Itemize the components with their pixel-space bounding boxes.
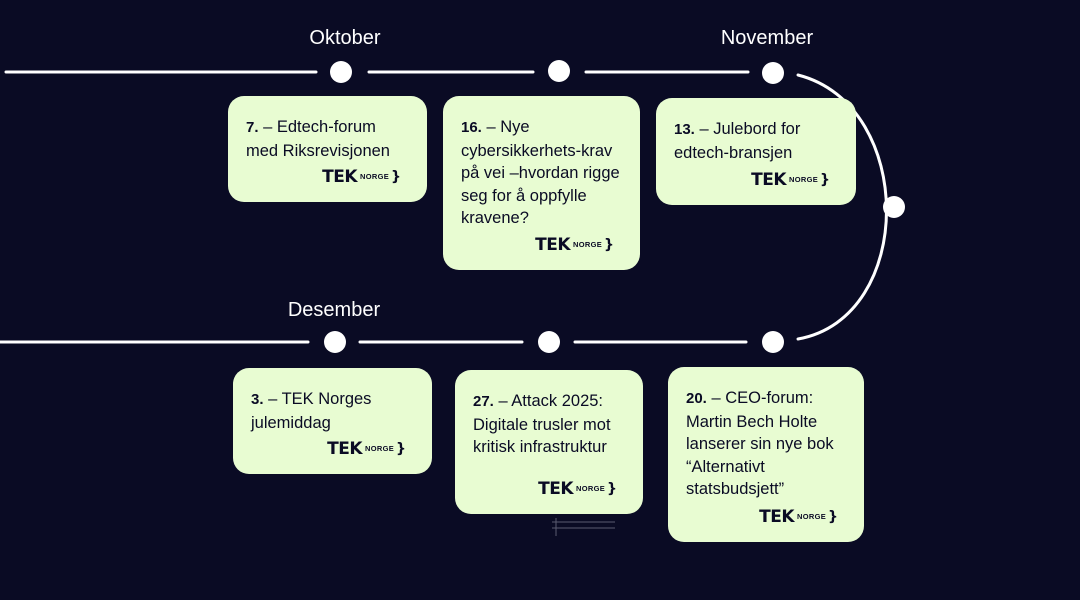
event-date: 7. [246, 119, 259, 136]
timeline-dot [762, 62, 784, 84]
event-text: 3. – TEK Norges julemiddag [251, 390, 372, 432]
timeline-dot [330, 61, 352, 83]
timeline-dot [538, 331, 560, 353]
event-card[interactable]: 20. – CEO-forum: Martin Bech Holte lanse… [668, 367, 864, 542]
event-text: 7. – Edtech-forum med Riksrevisjonen [246, 118, 390, 160]
event-text: 20. – CEO-forum: Martin Bech Holte lanse… [686, 389, 834, 498]
timeline-dot [548, 60, 570, 82]
faint-mark-icon [552, 518, 615, 536]
timeline-dot [883, 196, 905, 218]
month-label-oktober: Oktober [309, 27, 381, 49]
event-text: 16. – Nye cybersikkerhets-krav på vei –h… [461, 118, 620, 227]
event-date: 3. [251, 391, 264, 408]
timeline-dot [762, 331, 784, 353]
event-text: 13. – Julebord for edtech-bransjen [674, 120, 801, 162]
timeline-dot [324, 331, 346, 353]
event-card[interactable]: 7. – Edtech-forum med Riksrevisjonen TEK… [228, 96, 427, 202]
event-date: 13. [674, 121, 695, 138]
event-date: 20. [686, 390, 707, 407]
month-label-november: November [720, 27, 814, 49]
event-date: 27. [473, 393, 494, 410]
event-date: 16. [461, 119, 482, 136]
event-card[interactable]: 27. – Attack 2025: Digitale trusler mot … [455, 370, 643, 514]
event-text: 27. – Attack 2025: Digitale trusler mot … [473, 392, 611, 456]
month-label-desember: Desember [287, 299, 381, 321]
event-card[interactable]: 16. – Nye cybersikkerhets-krav på vei –h… [443, 96, 640, 270]
